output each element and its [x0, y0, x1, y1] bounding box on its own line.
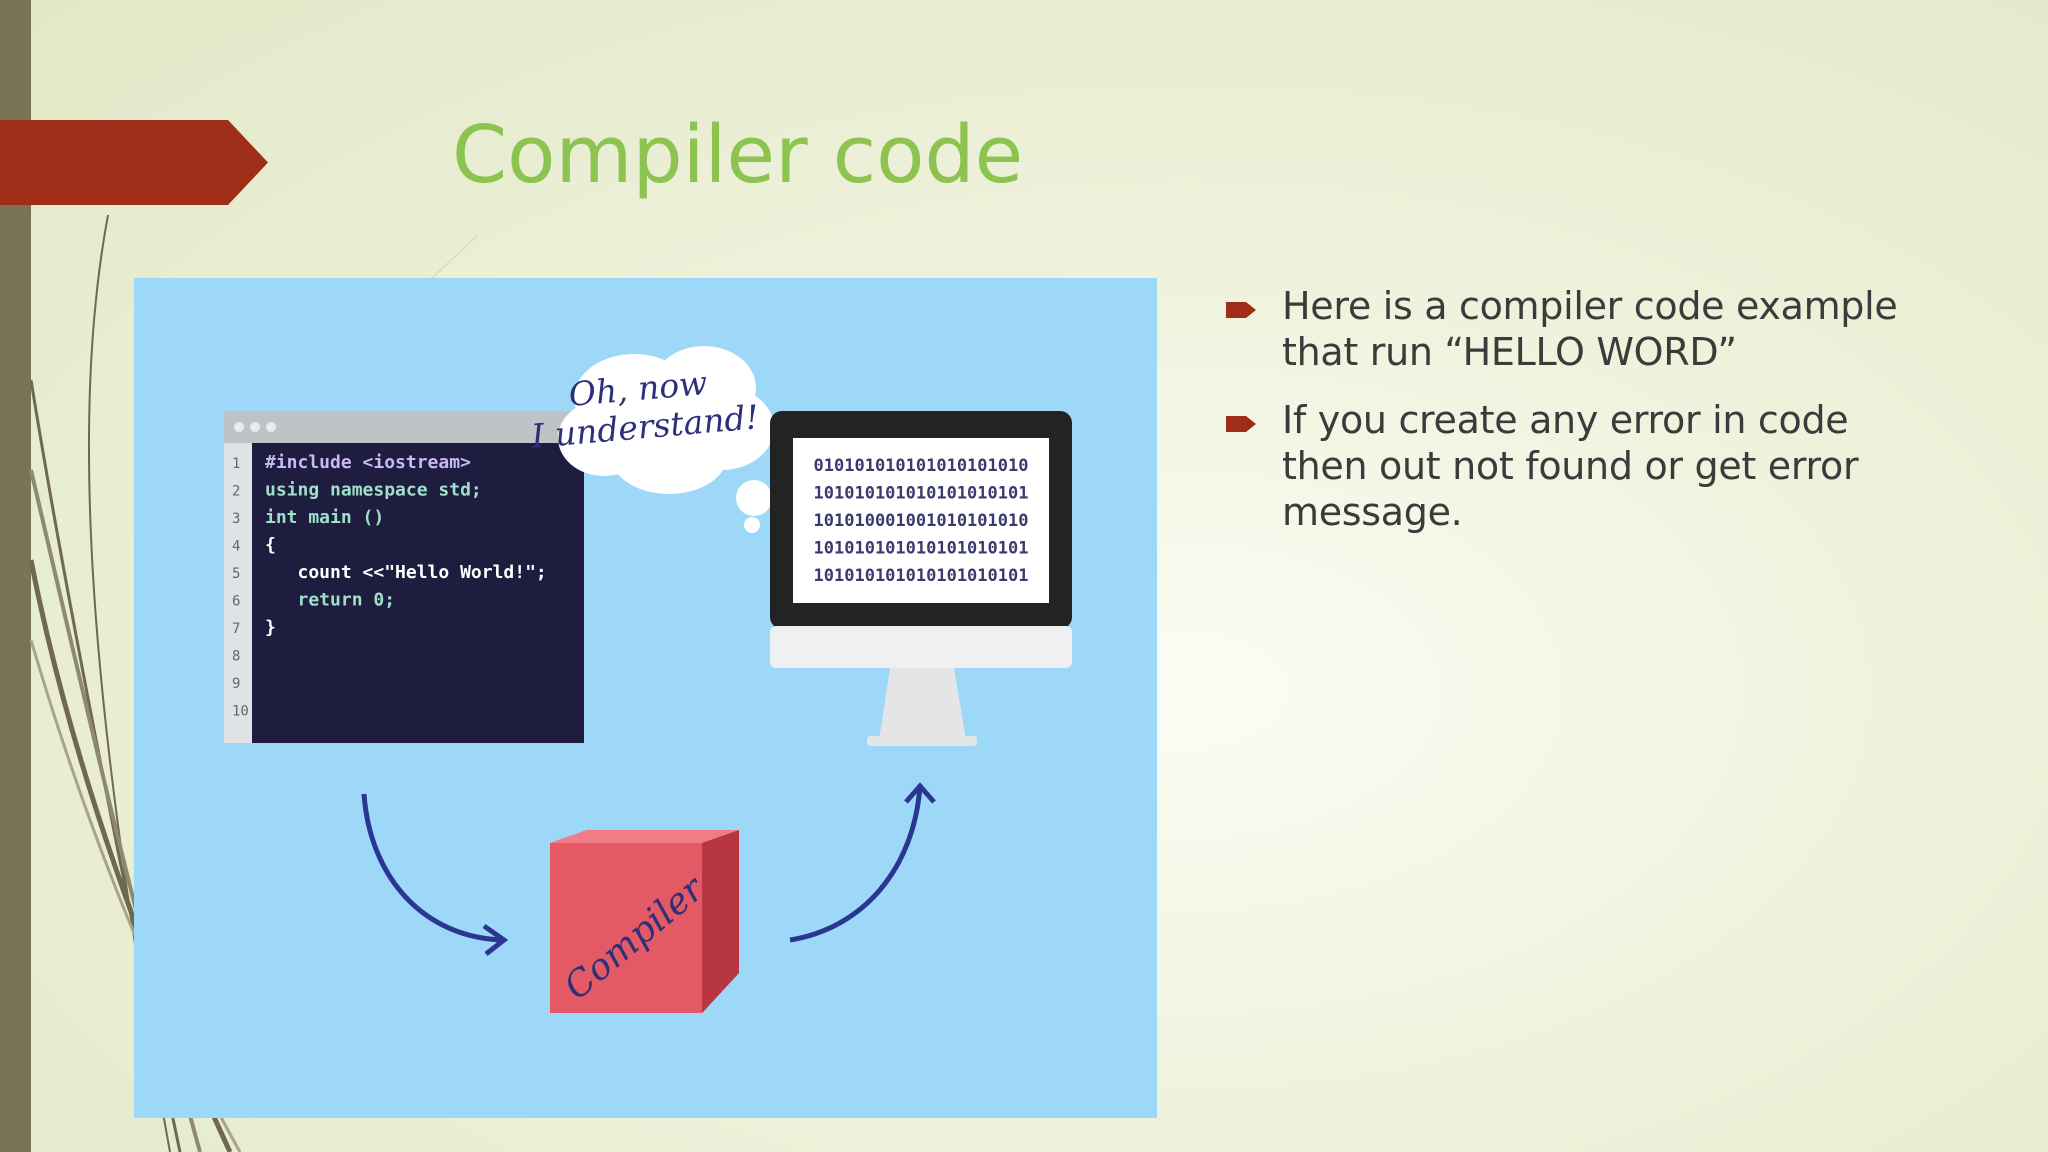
line-number: 2	[232, 484, 240, 500]
binary-line: 010101010101010101010	[814, 456, 1029, 476]
compiler-box: Compiler	[550, 830, 739, 1013]
code-line: count <<"Hello World!";	[265, 562, 547, 583]
code-editor-window: 1 #include <iostream> 2 using namespace std…	[224, 411, 584, 743]
code-line: }	[265, 617, 276, 638]
slide-title: Compiler code	[452, 109, 1024, 201]
arrow-bullet-icon	[1226, 302, 1256, 318]
line-number: 3	[232, 511, 240, 527]
line-number: 6	[232, 594, 240, 610]
bullet-text: Here is a compiler code example that run…	[1282, 284, 1898, 374]
line-number: 4	[232, 539, 240, 555]
binary-line: 101010101010101010101	[814, 539, 1029, 559]
binary-line: 101010001001010101010	[814, 511, 1029, 531]
code-line: #include <iostream>	[265, 452, 471, 473]
bullet-item: Here is a compiler code example that run…	[1222, 283, 1922, 375]
line-number: 1	[232, 456, 240, 472]
line-number: 5	[232, 566, 240, 582]
compiler-illustration: 1 #include <iostream> 2 using namespace std…	[134, 278, 1157, 1118]
arrow-bullet-icon	[1226, 416, 1256, 432]
code-line: {	[265, 535, 276, 556]
code-line: using namespace std;	[265, 480, 482, 501]
monitor: 010101010101010101010 1010101010101010101…	[770, 411, 1072, 746]
bullet-list: Here is a compiler code example that run…	[1222, 283, 1922, 557]
flow-arrows	[361, 782, 936, 956]
line-number: 9	[232, 676, 240, 692]
thought-bubble: Oh, now I understand!	[529, 346, 774, 533]
binary-line: 101010101010101010101	[814, 566, 1029, 586]
title-arrow-shape	[0, 120, 268, 205]
bullet-item: If you create any error in code then out…	[1222, 397, 1922, 535]
bullet-text: If you create any error in code then out…	[1282, 398, 1859, 534]
code-line: int main ()	[265, 507, 384, 528]
line-number: 7	[232, 621, 240, 637]
line-number: 10	[232, 704, 249, 720]
line-number: 8	[232, 649, 240, 665]
code-line: return 0;	[265, 590, 395, 611]
binary-line: 101010101010101010101	[814, 484, 1029, 504]
